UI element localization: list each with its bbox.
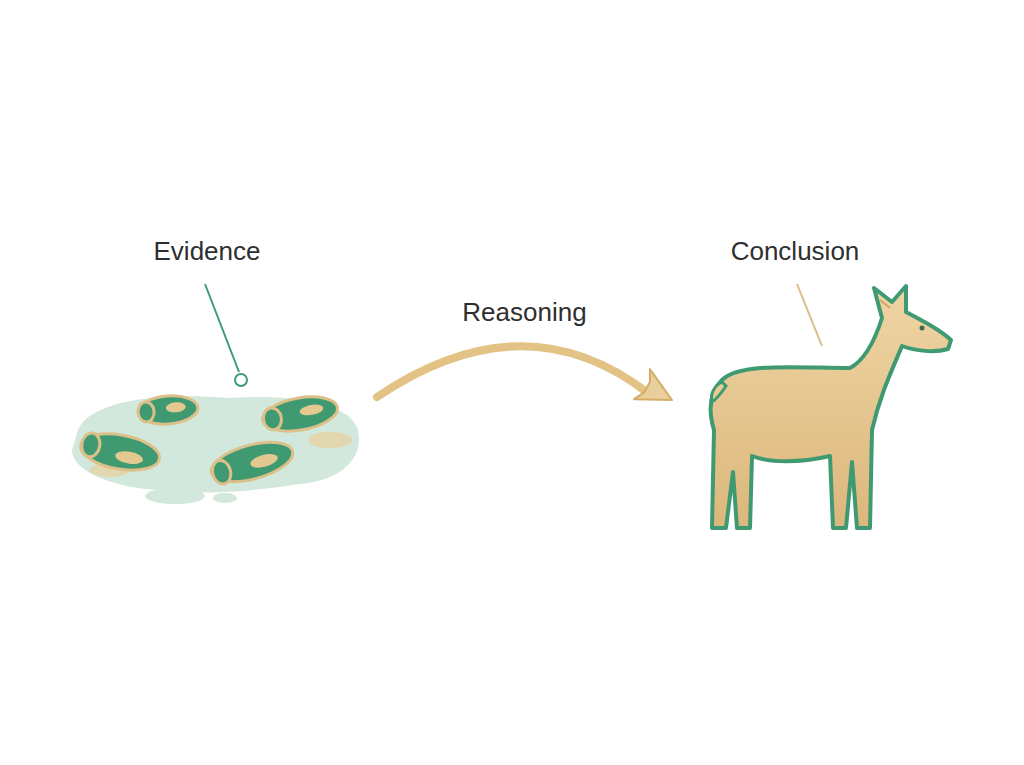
deer — [711, 286, 951, 528]
illustration-node: Evidence — [57, 236, 357, 516]
leader-line — [205, 284, 247, 386]
node-label: Conclusion — [700, 236, 890, 267]
footprints — [78, 392, 341, 490]
leader-line — [797, 284, 822, 346]
illustration-node: Conclusion — [700, 236, 960, 536]
node-label: Evidence — [57, 236, 357, 267]
curved-arrow — [377, 346, 672, 400]
mud-puddle — [72, 396, 359, 504]
edge-label: Reasoning — [462, 297, 586, 328]
